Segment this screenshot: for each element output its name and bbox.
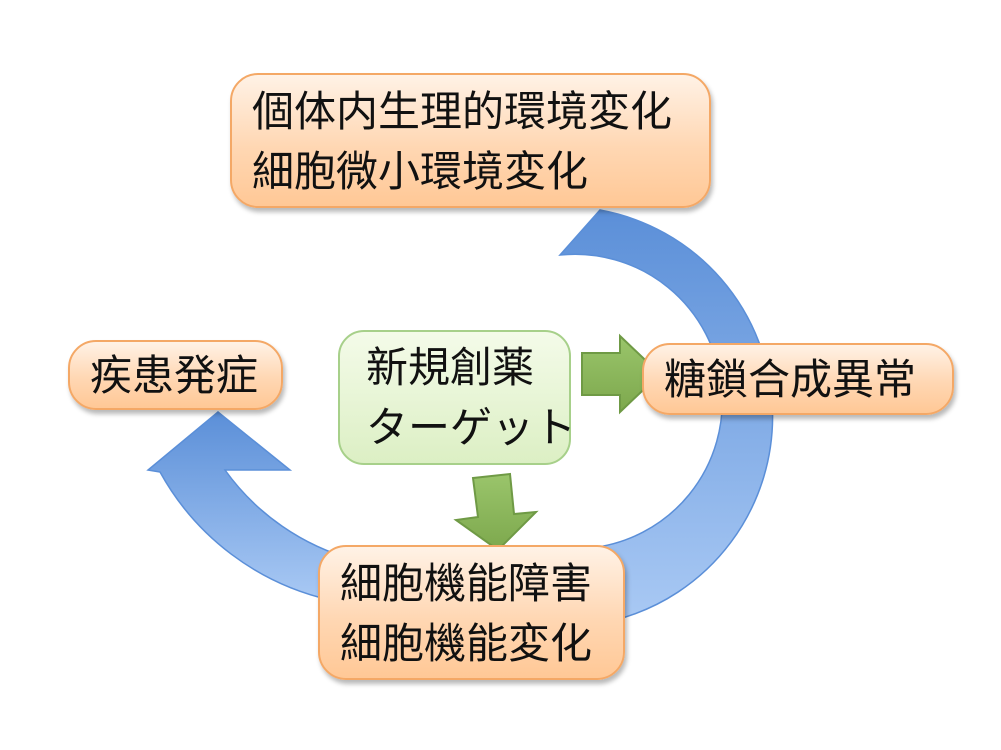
node-cell-function-change: 細胞機能障害 細胞機能変化 [318,545,625,680]
node-disease-onset-label: 疾患発症 [90,351,259,400]
node-environment-change-line-2: 細胞微小環境変化 [252,147,589,196]
node-environment-change-line-1: 個体内生理的環境変化 [252,87,673,136]
target-arrow-to-glycan [581,333,662,415]
node-cell-function-change-line-2: 細胞機能変化 [340,619,593,668]
node-disease-onset: 疾患発症 [68,340,283,410]
node-new-drug-target-line-2: ターゲット [366,403,577,452]
node-new-drug-target: 新規創薬 ターゲット [338,330,577,465]
target-arrow-to-cell-function [453,472,539,552]
node-glycan-synthesis-abnormality: 糖鎖合成異常 [642,343,954,415]
node-cell-function-change-line-1: 細胞機能障害 [340,559,593,608]
cycle-arrow-left-segment [146,411,357,601]
node-environment-change: 個体内生理的環境変化 細胞微小環境変化 [230,73,711,208]
node-glycan-synthesis-abnormality-label: 糖鎖合成異常 [664,355,917,404]
node-new-drug-target-line-1: 新規創薬 [366,343,535,392]
